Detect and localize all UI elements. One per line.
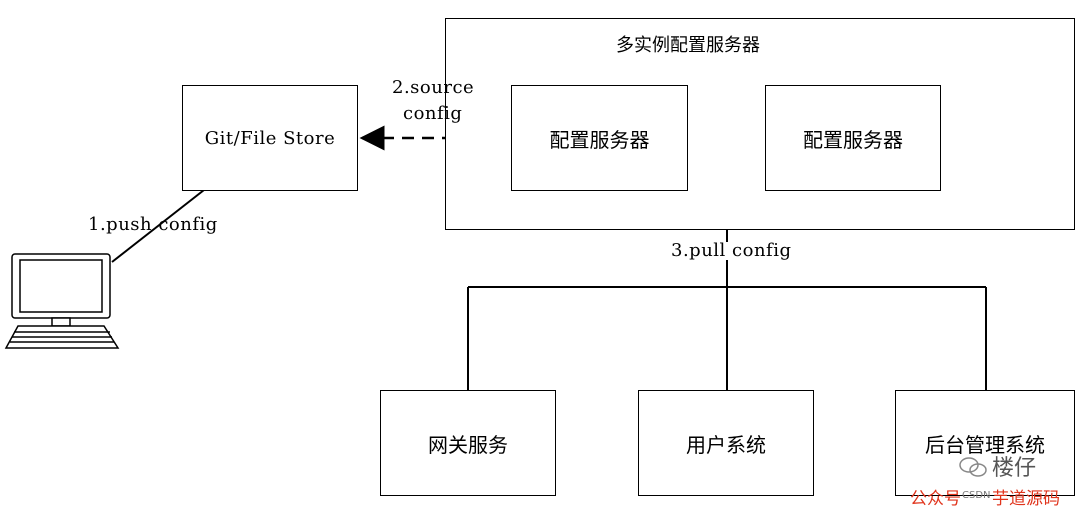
config-server-label-1: 配置服务器 [549,127,650,152]
admin-system-label: 后台管理系统 [925,432,1045,457]
cluster-title: 多实例配置服务器 [616,35,760,56]
config-server-node-1: 配置服务器 [511,85,688,191]
source-config-label-line2: config [403,103,463,124]
push-config-label: 1.push config [88,214,218,235]
push-connector [111,189,205,263]
admin-system-node: 后台管理系统 [895,390,1075,496]
wechat-icon [959,457,987,477]
source-config-label-line1: 2.source [392,77,475,98]
git-file-store-node: Git/File Store [182,85,358,191]
watermark-account: 公众号 [910,489,961,509]
watermark-author: 楼仔 [992,456,1037,481]
gateway-service-node: 网关服务 [380,390,556,496]
gateway-service-label: 网关服务 [428,432,508,457]
config-server-node-2: 配置服务器 [765,85,941,191]
user-system-label: 用户系统 [686,432,766,457]
watermark-channel: 芋道源码 [992,489,1060,509]
config-server-label-2: 配置服务器 [803,127,903,152]
git-file-store-label: Git/File Store [204,127,336,149]
watermark-csdn: CSDN [962,490,991,501]
user-system-node: 用户系统 [638,390,814,496]
desktop-computer-icon [4,253,120,349]
pull-config-label: 3.pull config [669,240,794,261]
